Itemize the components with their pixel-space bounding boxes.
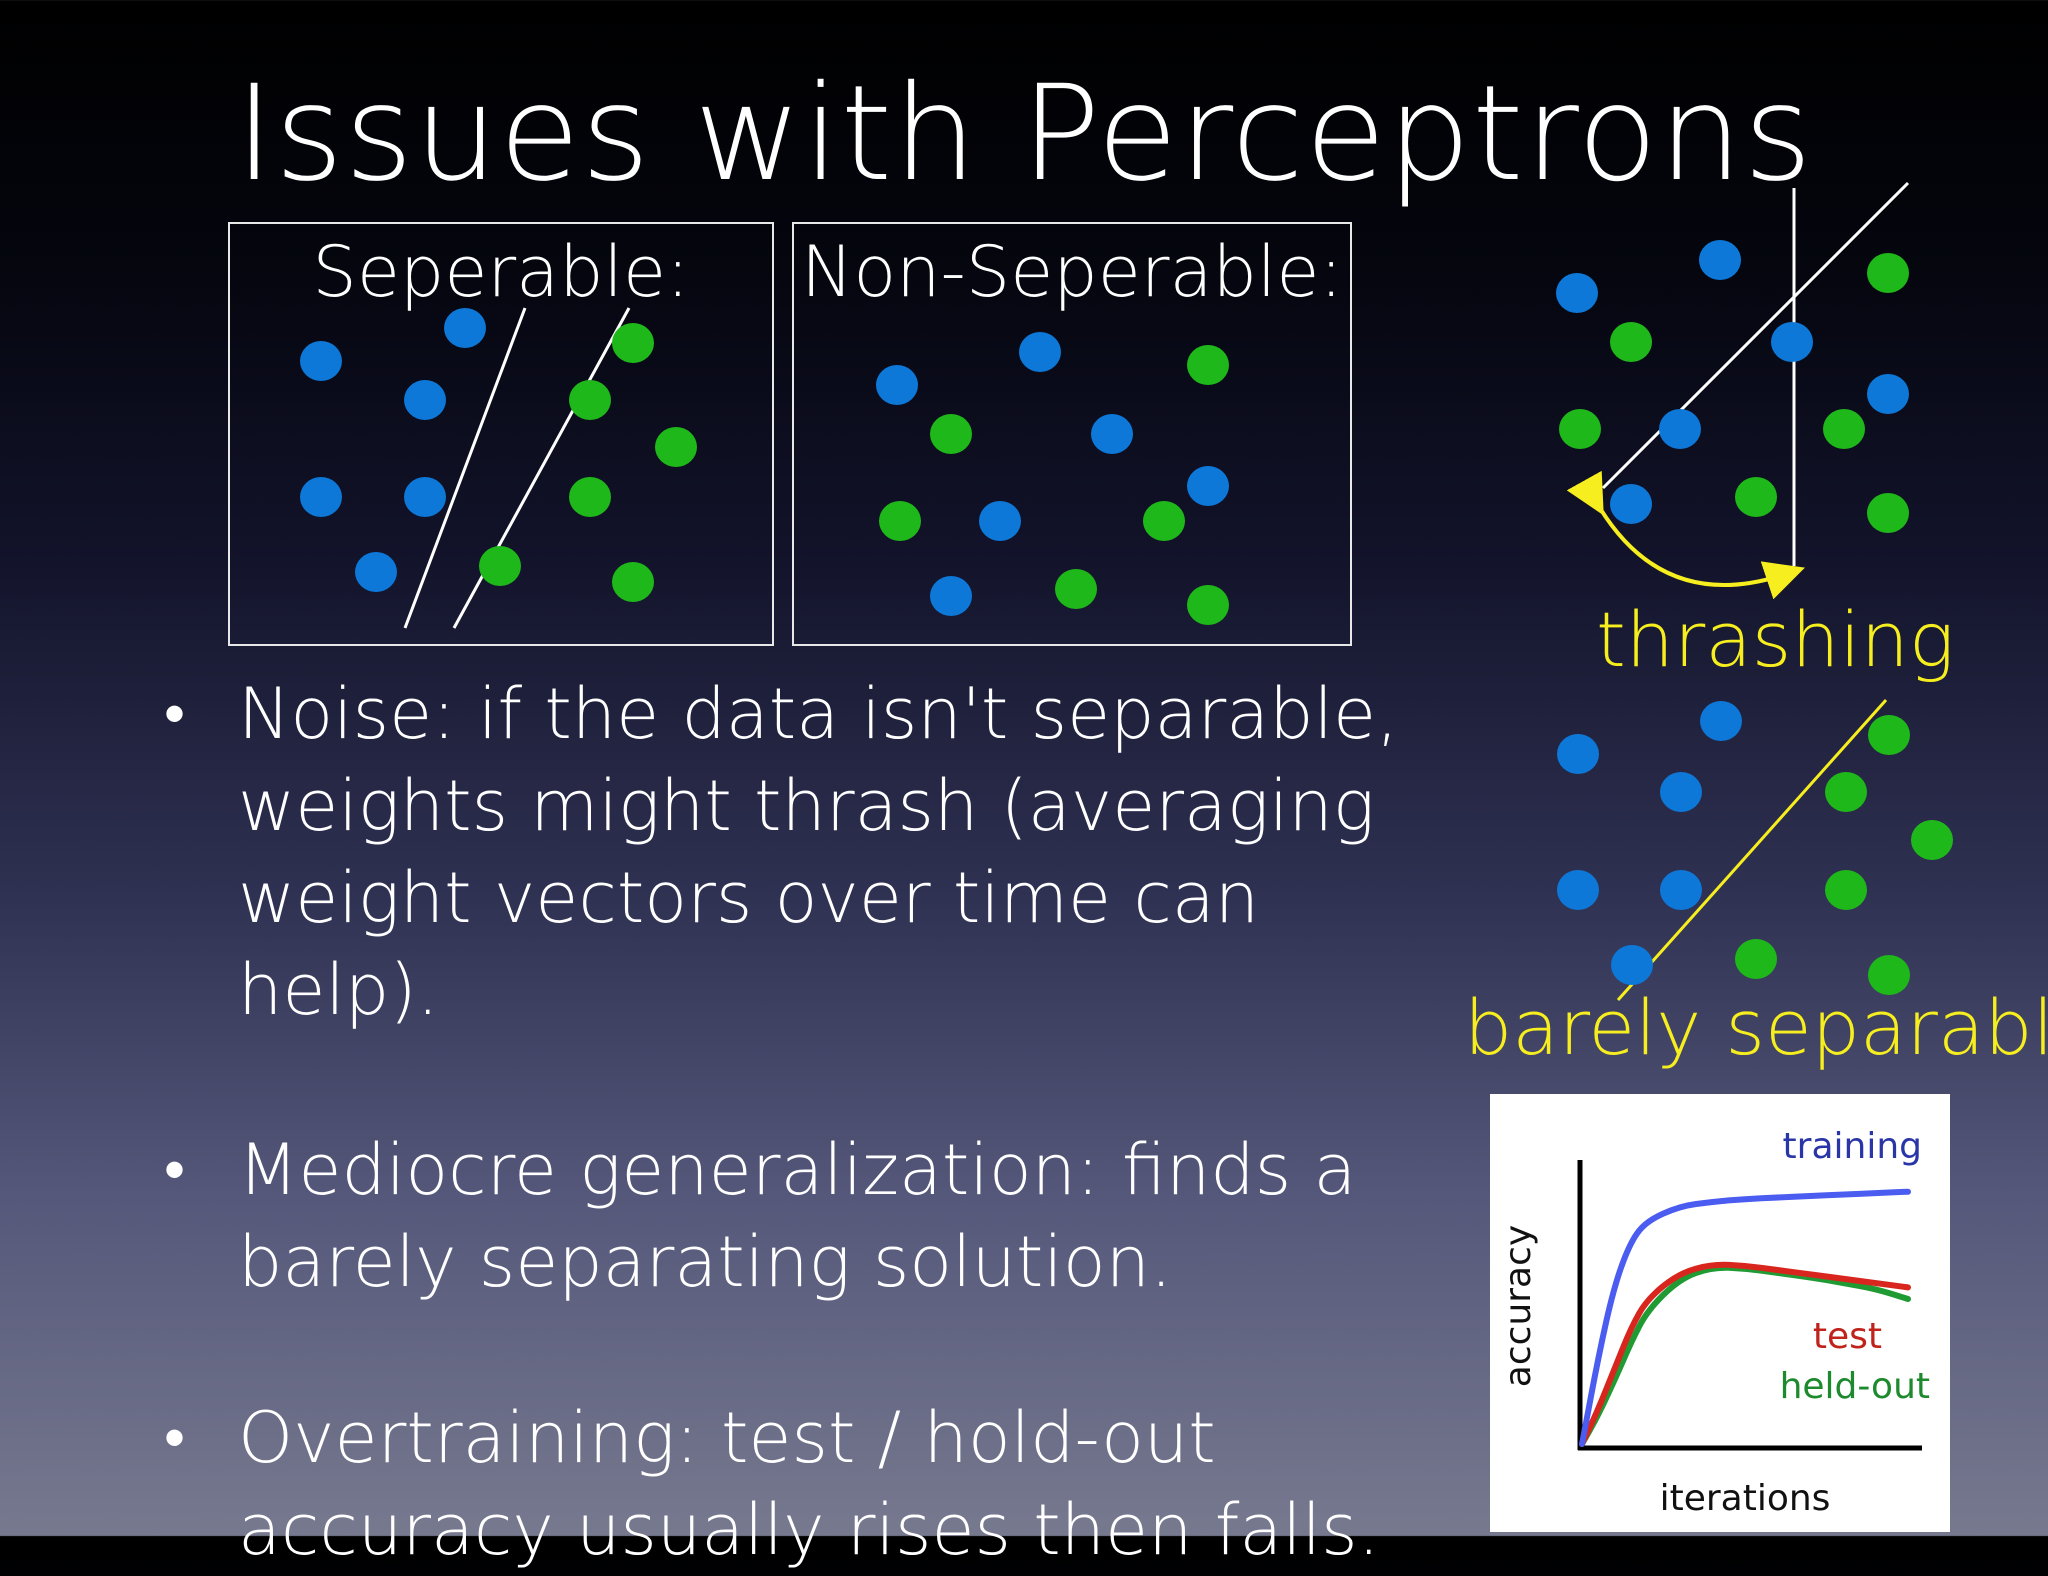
blue-point (355, 552, 397, 592)
separator-line (403, 307, 527, 629)
green-point (1610, 322, 1652, 362)
bullet-list: Noise: if the data isn't separable, weig… (160, 668, 1480, 1576)
heldout-series-label: held-out (1780, 1366, 1930, 1407)
green-point (930, 414, 972, 454)
green-point (1055, 569, 1097, 609)
green-point (1143, 501, 1185, 541)
blue-point (1700, 701, 1742, 741)
green-point (655, 427, 697, 467)
accuracy-chart-svg: accuracy iterations training test held-o… (1498, 1126, 1930, 1519)
blue-point (300, 341, 342, 381)
green-point (569, 380, 611, 420)
green-point (569, 477, 611, 517)
training-series-label: training (1783, 1126, 1922, 1167)
nonseparable-label: Non-Seperable: (800, 231, 1344, 313)
bullet-overtraining: Overtraining: test / hold-out accuracy u… (160, 1392, 1480, 1576)
separable-label: Seperable: (312, 231, 690, 313)
blue-point (1557, 870, 1599, 910)
green-point (612, 323, 654, 363)
blue-point (404, 477, 446, 517)
blue-point (1187, 466, 1229, 506)
test-series-label: test (1813, 1316, 1882, 1357)
bullet-line: weight vectors over time can help). (238, 857, 1260, 1031)
blue-point (1660, 870, 1702, 910)
bullet-line: Noise: if the data isn't separable, (238, 673, 1399, 755)
blue-point (404, 380, 446, 420)
blue-point (1091, 414, 1133, 454)
blue-point (876, 365, 918, 405)
separable-panel: Seperable: (228, 222, 774, 646)
blue-point (300, 477, 342, 517)
bullet-line: Mediocre generalization: finds a (238, 1129, 1357, 1211)
green-point (1735, 477, 1777, 517)
green-point (612, 562, 654, 602)
bullet-noise: Noise: if the data isn't separable, weig… (160, 668, 1480, 1036)
blue-point (1699, 240, 1741, 280)
training-curve (1579, 1188, 1911, 1447)
blue-point (979, 501, 1021, 541)
accuracy-chart: accuracy iterations training test held-o… (1490, 1094, 1950, 1532)
blue-point (1660, 772, 1702, 812)
thrashing-diagram (1556, 181, 1910, 600)
green-point (1825, 870, 1867, 910)
heldout-curve (1579, 1264, 1911, 1447)
nonseparable-diagram (876, 332, 1229, 625)
green-point (1735, 939, 1777, 979)
green-point (1867, 253, 1909, 293)
decision-boundary-diagonal (1601, 181, 1910, 490)
green-point (1911, 820, 1953, 860)
bullet-line: barely separating solution. (238, 1221, 1173, 1303)
blue-point (1019, 332, 1061, 372)
thrashing-arrow (1566, 470, 1805, 600)
barely-separable-diagram (1557, 699, 1953, 1001)
green-point (1867, 493, 1909, 533)
green-point (1187, 345, 1229, 385)
green-point (1868, 715, 1910, 755)
bullet-line: Overtraining: test / hold-out (238, 1397, 1216, 1479)
blue-point (444, 308, 486, 348)
scatter-diagrams (300, 181, 1953, 1001)
green-point (1868, 955, 1910, 995)
bullet-line: weights might thrash (averaging (238, 765, 1375, 847)
bullet-line: accuracy usually rises then falls. (238, 1489, 1380, 1571)
slide-title: Issues with Perceptrons (234, 57, 1814, 211)
blue-point (1557, 734, 1599, 774)
thrashing-label: thrashing (1596, 595, 1955, 684)
barely-separable-label: barely separable (1464, 983, 2048, 1072)
separable-diagram (300, 307, 697, 629)
y-axis-label: accuracy (1498, 1225, 1539, 1387)
blue-point (1867, 374, 1909, 414)
test-curve (1579, 1261, 1911, 1447)
blue-point (930, 576, 972, 616)
green-point (1559, 409, 1601, 449)
blue-point (1610, 484, 1652, 524)
x-axis-label: iterations (1660, 1478, 1831, 1519)
blue-point (1659, 409, 1701, 449)
barely-separating-line (1616, 699, 1888, 1001)
green-point (1187, 585, 1229, 625)
green-point (479, 546, 521, 586)
blue-point (1611, 945, 1653, 985)
nonseparable-panel: Non-Seperable: (792, 222, 1352, 646)
green-point (879, 501, 921, 541)
series-layer (1579, 1188, 1911, 1447)
green-point (1825, 772, 1867, 812)
green-point (1823, 409, 1865, 449)
blue-point (1556, 273, 1598, 313)
bullet-generalization: Mediocre generalization: finds a barely … (160, 1124, 1480, 1308)
separator-line (452, 307, 631, 629)
blue-point (1771, 322, 1813, 362)
